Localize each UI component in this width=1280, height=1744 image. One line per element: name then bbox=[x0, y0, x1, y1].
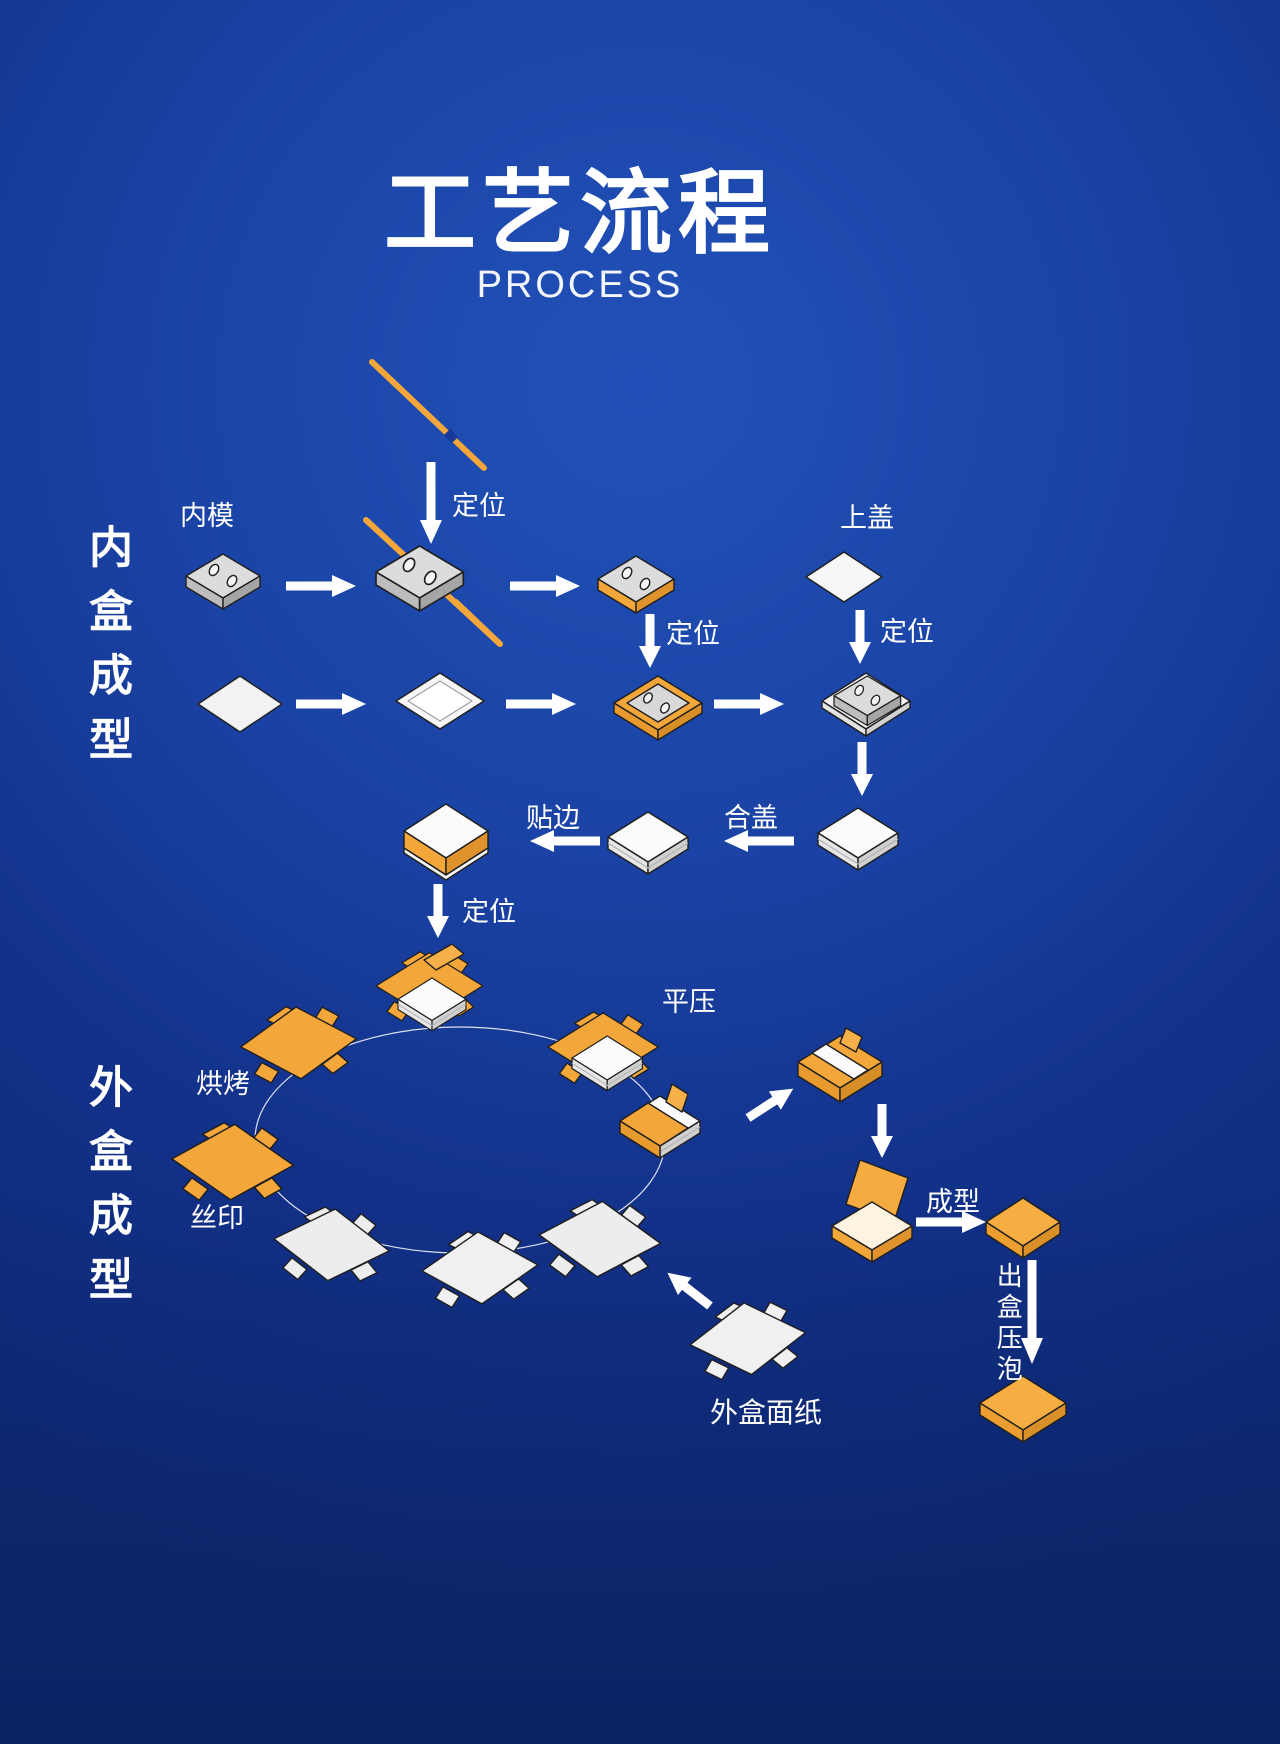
label-positioning-1: 定位 bbox=[452, 491, 506, 521]
label-tape-edge: 贴边 bbox=[526, 803, 580, 833]
label-flat-press: 平压 bbox=[662, 987, 716, 1017]
label-close-cover: 合盖 bbox=[724, 803, 778, 833]
arrow-right-5-icon bbox=[714, 693, 784, 715]
arrow-down-2-icon bbox=[639, 614, 661, 668]
arrow-right-2-icon bbox=[510, 575, 580, 597]
arrow-down-eject-icon bbox=[1021, 1260, 1043, 1364]
feed-strip-icon bbox=[369, 359, 487, 471]
label-positioning-2: 定位 bbox=[666, 619, 720, 649]
label-top-cover: 上盖 bbox=[840, 503, 894, 533]
label-silkscreen: 丝印 bbox=[190, 1203, 244, 1233]
final-box-icon bbox=[979, 1375, 1067, 1443]
label-positioning-3: 定位 bbox=[880, 617, 934, 647]
closed-box-icon bbox=[817, 807, 899, 871]
label-eject-press: 出盒压泡 bbox=[993, 1262, 1024, 1386]
edge-taped-box-icon bbox=[403, 803, 489, 881]
folded-tray-icon bbox=[395, 672, 485, 730]
formed-box-icon bbox=[985, 1197, 1061, 1259]
silkscreen-blank-icon bbox=[169, 1119, 297, 1206]
label-baking: 烘烤 bbox=[196, 1069, 250, 1099]
top-cover-icon bbox=[805, 551, 883, 603]
section-label-inner-box-forming: 内盒成型 bbox=[82, 524, 131, 780]
label-positioning-4: 定位 bbox=[462, 897, 516, 927]
base-sheet-icon bbox=[197, 675, 283, 733]
white-blank-1-icon bbox=[269, 1201, 394, 1290]
label-forming: 成型 bbox=[926, 1187, 980, 1217]
mold-on-strip-icon bbox=[363, 517, 503, 647]
arrow-down-positioning-icon bbox=[420, 462, 442, 544]
inner-mold-icon bbox=[185, 553, 261, 610]
arrow-down-6-icon bbox=[871, 1104, 893, 1158]
white-blank-3-icon bbox=[535, 1195, 665, 1284]
pressed-box-icon bbox=[607, 811, 689, 875]
positioned-wrap-icon bbox=[375, 943, 484, 1032]
flat-press-box-icon bbox=[547, 1011, 659, 1092]
top-wrap-box-icon bbox=[797, 1027, 883, 1103]
baking-blank-icon bbox=[237, 1001, 360, 1086]
section-label-outer-box-forming: 外盒成型 bbox=[82, 1064, 131, 1320]
arrow-up-right-icon bbox=[742, 1079, 800, 1128]
arrow-down-3-icon bbox=[849, 610, 871, 664]
mold-on-base-icon bbox=[821, 672, 911, 737]
arrow-right-4-icon bbox=[506, 693, 576, 715]
arrow-down-5-icon bbox=[427, 884, 449, 938]
arrow-right-3-icon bbox=[296, 693, 366, 715]
label-inner-mold: 内模 bbox=[180, 501, 234, 531]
arrow-up-left-paper-icon bbox=[660, 1264, 717, 1315]
page-title: 工艺流程 bbox=[383, 163, 776, 265]
mold-with-orange-base-icon bbox=[597, 555, 675, 614]
arrow-down-4-icon bbox=[851, 742, 873, 796]
page-subtitle: PROCESS bbox=[476, 264, 684, 306]
facing-paper-blank-icon bbox=[685, 1295, 811, 1384]
mold-in-tray-icon bbox=[613, 675, 703, 741]
open-box-icon bbox=[831, 1159, 913, 1263]
shapes-layer bbox=[169, 359, 1067, 1443]
arrow-right-1-icon bbox=[286, 575, 356, 597]
label-facing-paper: 外盒面纸 bbox=[710, 1397, 823, 1428]
side-wrap-box-icon bbox=[619, 1083, 701, 1159]
white-blank-2-icon bbox=[419, 1227, 541, 1310]
